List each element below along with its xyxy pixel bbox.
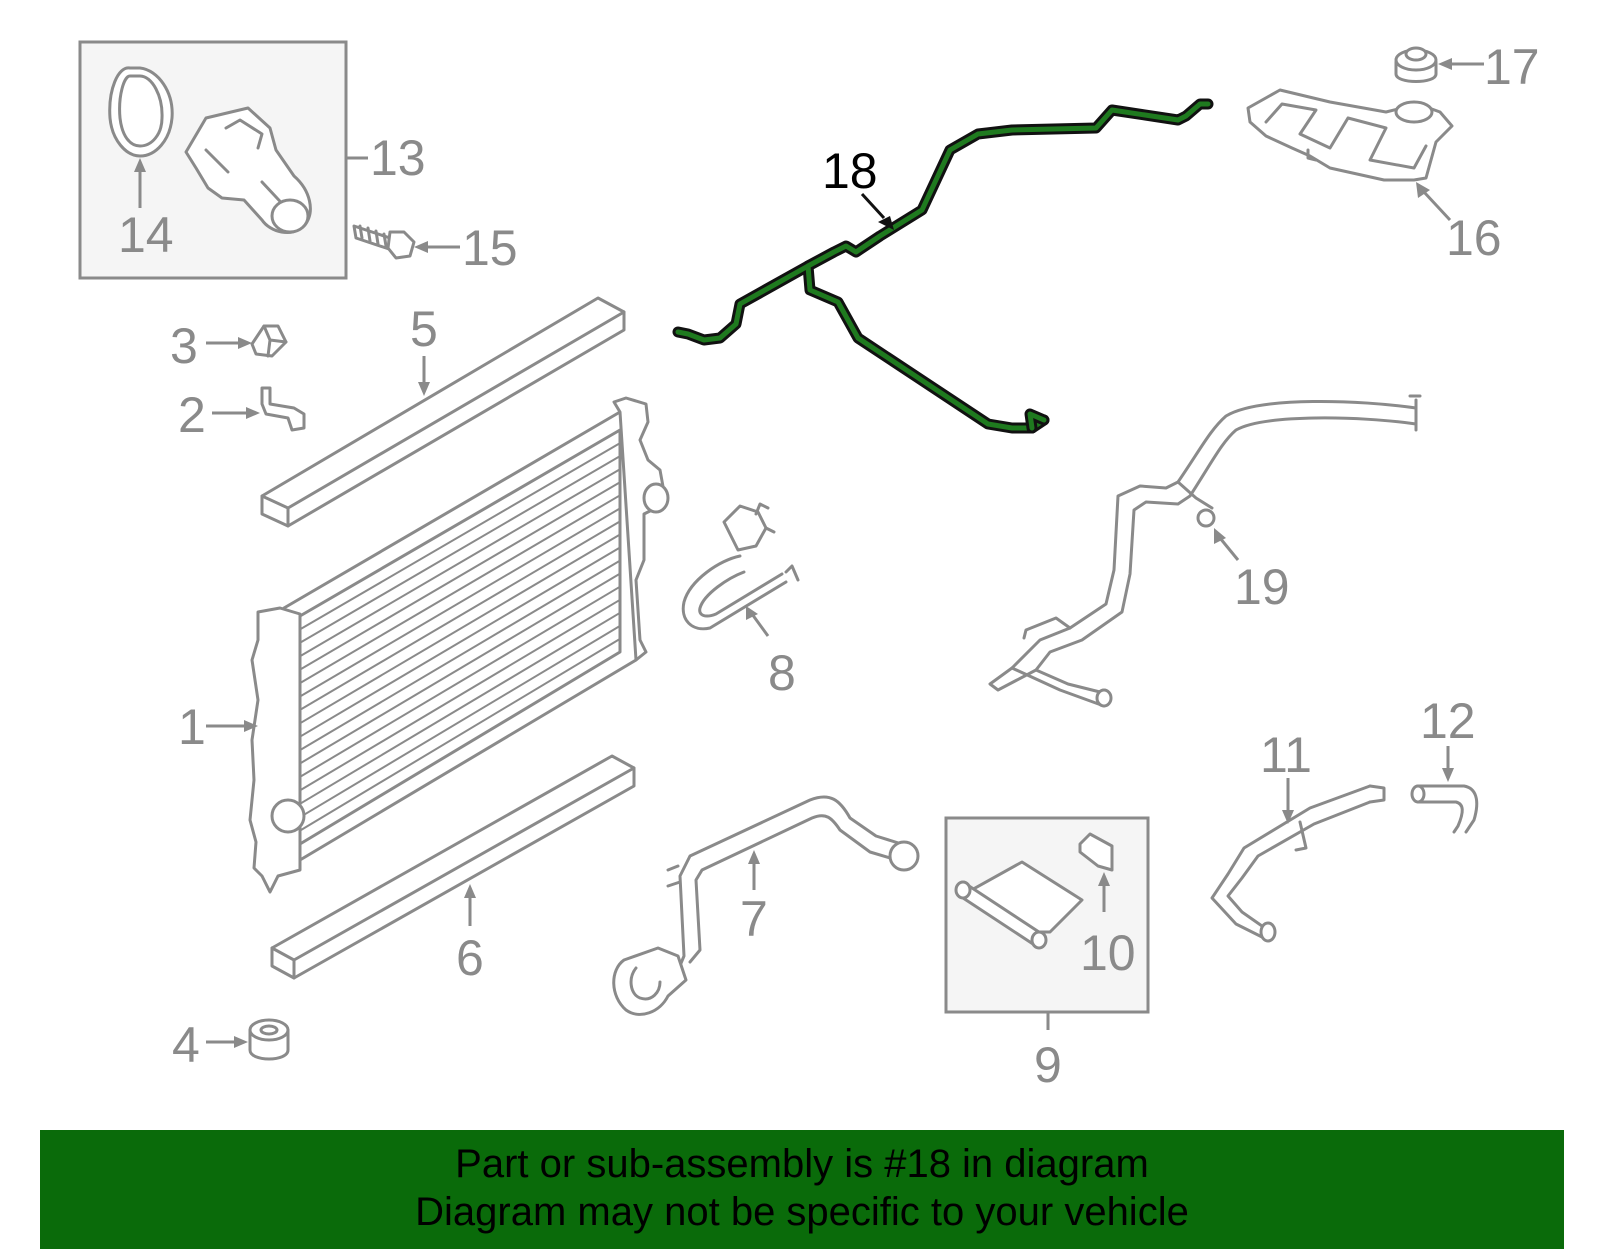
callout-label-9: 9 bbox=[1034, 1037, 1062, 1093]
part-7-hose[interactable] bbox=[612, 795, 920, 1016]
part-5-seal[interactable] bbox=[260, 296, 626, 528]
callout-9: 9 bbox=[1034, 1012, 1062, 1093]
part-19-pipe[interactable] bbox=[988, 394, 1422, 708]
part-17-cap[interactable] bbox=[1394, 46, 1438, 83]
radiator-fin bbox=[299, 494, 621, 684]
radiator-fin bbox=[299, 638, 621, 832]
part-10-pad[interactable] bbox=[1078, 832, 1114, 872]
callout-13: 13 bbox=[346, 130, 426, 186]
part-12-hose[interactable] bbox=[1410, 784, 1479, 834]
radiator-fin bbox=[299, 455, 621, 644]
callout-label-11: 11 bbox=[1260, 727, 1312, 783]
radiator-fin bbox=[299, 598, 621, 792]
part-8-hose[interactable] bbox=[681, 502, 800, 631]
radiator-fin bbox=[299, 442, 621, 631]
callout-12: 12 bbox=[1420, 693, 1476, 782]
callout-4: 4 bbox=[172, 1017, 248, 1073]
callout-label-14: 14 bbox=[118, 207, 174, 263]
callout-5: 5 bbox=[410, 301, 438, 396]
callout-label-16: 16 bbox=[1446, 210, 1502, 266]
radiator-fins bbox=[299, 442, 621, 832]
radiator-fin bbox=[299, 507, 621, 698]
callout-8: 8 bbox=[746, 606, 796, 701]
callout-label-13: 13 bbox=[370, 130, 426, 186]
callout-label-5: 5 bbox=[410, 301, 438, 357]
radiator-fin bbox=[299, 533, 621, 725]
callout-11: 11 bbox=[1260, 727, 1312, 824]
callout-15: 15 bbox=[414, 220, 518, 276]
part-4-grommet[interactable] bbox=[248, 1018, 290, 1061]
callout-label-19: 19 bbox=[1234, 559, 1290, 615]
radiator-fin bbox=[299, 559, 621, 751]
part-15-bolt[interactable] bbox=[352, 224, 416, 260]
radiator-fin bbox=[299, 572, 621, 765]
radiator-fin bbox=[299, 546, 621, 738]
part-13-box[interactable] bbox=[78, 40, 348, 280]
callout-label-6: 6 bbox=[456, 930, 484, 986]
callout-label-18: 18 bbox=[822, 143, 878, 199]
radiator-fin bbox=[299, 520, 621, 711]
callout-6: 6 bbox=[456, 884, 484, 986]
callout-18: 18 bbox=[822, 143, 894, 230]
part-2-bracket[interactable] bbox=[260, 386, 306, 432]
callout-label-3: 3 bbox=[170, 318, 198, 374]
callout-14: 14 bbox=[118, 158, 174, 263]
radiator-fin bbox=[299, 481, 621, 671]
part-1-radiator[interactable] bbox=[248, 396, 670, 894]
info-banner: Part or sub-assembly is #18 in diagram D… bbox=[40, 1130, 1564, 1249]
radiator-fin bbox=[299, 468, 621, 658]
callout-label-12: 12 bbox=[1420, 693, 1476, 749]
callout-3: 3 bbox=[170, 318, 252, 374]
radiator-fin bbox=[299, 611, 621, 805]
banner-line-2: Diagram may not be specific to your vehi… bbox=[415, 1190, 1189, 1234]
callout-label-4: 4 bbox=[172, 1017, 200, 1073]
callout-2: 2 bbox=[178, 387, 260, 443]
part-3-clip[interactable] bbox=[250, 324, 288, 358]
radiator-fin bbox=[299, 625, 621, 819]
callout-10: 10 bbox=[1080, 872, 1136, 981]
part-16-reservoir[interactable] bbox=[1246, 88, 1454, 182]
callout-label-1: 1 bbox=[178, 699, 206, 755]
banner-line-1: Part or sub-assembly is #18 in diagram bbox=[455, 1142, 1149, 1186]
callout-16: 16 bbox=[1416, 182, 1502, 266]
callout-label-7: 7 bbox=[740, 891, 768, 947]
callout-19: 19 bbox=[1214, 528, 1290, 615]
callout-17: 17 bbox=[1438, 39, 1540, 95]
callout-7: 7 bbox=[740, 850, 768, 947]
part-18-hose-assembly[interactable] bbox=[672, 98, 1214, 434]
callout-label-8: 8 bbox=[768, 645, 796, 701]
callout-label-10: 10 bbox=[1080, 925, 1136, 981]
callout-label-15: 15 bbox=[462, 220, 518, 276]
part-9-box[interactable] bbox=[944, 816, 1150, 1014]
part-6-seal[interactable] bbox=[270, 754, 636, 980]
callout-label-17: 17 bbox=[1484, 39, 1540, 95]
callout-label-2: 2 bbox=[178, 387, 206, 443]
radiator-fin bbox=[299, 585, 621, 778]
part-11-hose[interactable] bbox=[1210, 784, 1386, 943]
callout-1: 1 bbox=[178, 699, 258, 755]
